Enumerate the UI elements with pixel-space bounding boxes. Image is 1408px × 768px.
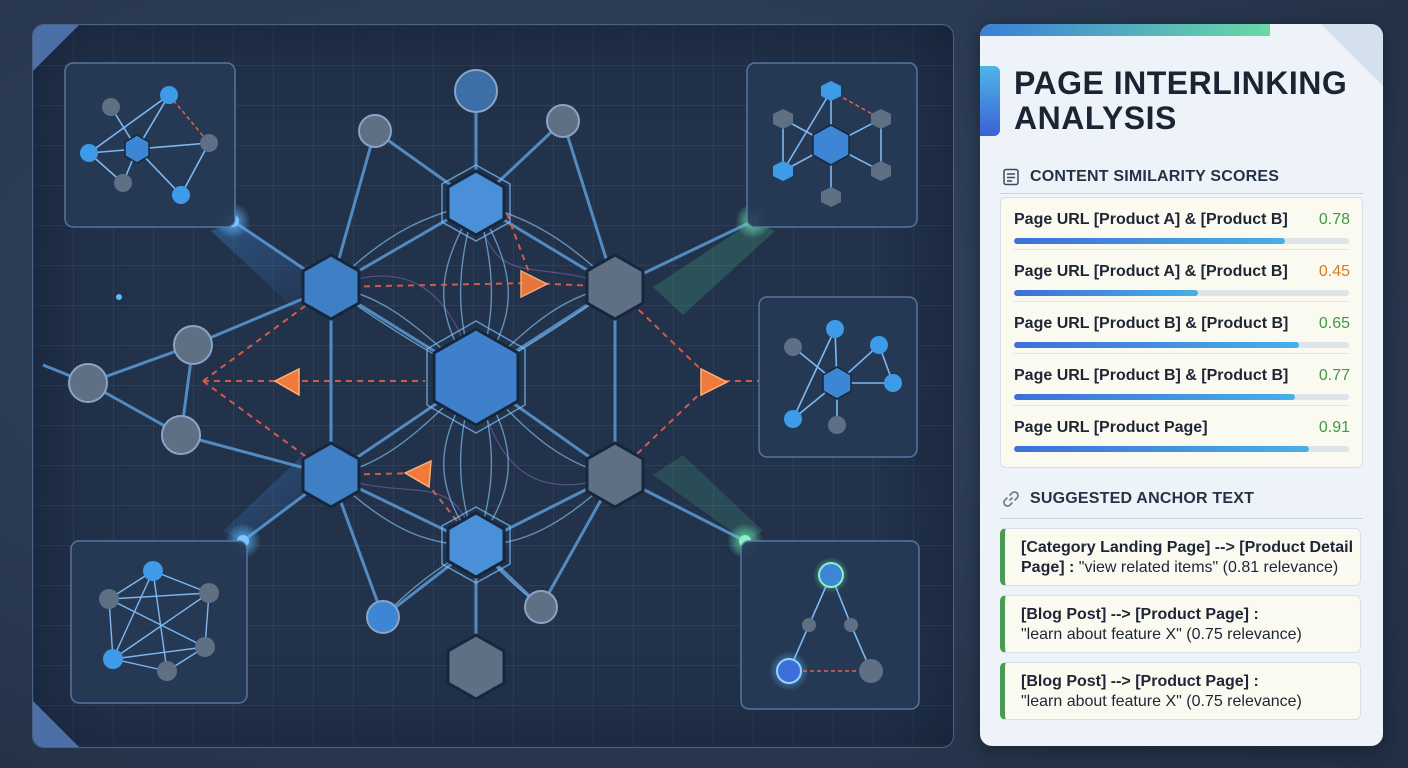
link-icon xyxy=(1002,490,1020,508)
anchor-suggestion-card[interactable]: [Blog Post] --> [Product Page] : "learn … xyxy=(1000,595,1361,653)
score-value: 0.77 xyxy=(1318,367,1350,384)
network-graph xyxy=(42,62,920,710)
page-title-line1: PAGE INTERLINKING xyxy=(1014,65,1348,101)
score-label: Page URL [Product Page] xyxy=(1014,419,1208,436)
score-row: Page URL [Product A] & [Product B] 0.78 xyxy=(1001,198,1362,250)
score-bar-fill xyxy=(1014,446,1309,452)
hub-node-left-bottom xyxy=(301,441,361,509)
similarity-section-title: CONTENT SIMILARITY SCORES xyxy=(1030,168,1280,185)
score-bar-fill xyxy=(1014,290,1199,296)
score-bar-track xyxy=(1014,342,1349,348)
cluster-card-top-right xyxy=(746,62,918,228)
similarity-scores-list: Page URL [Product A] & [Product B] 0.78 … xyxy=(1000,197,1363,468)
similarity-section-header: CONTENT SIMILARITY SCORES xyxy=(1002,168,1279,186)
score-label: Page URL [Product B] & [Product B] xyxy=(1014,315,1289,332)
page-title-line2: ANALYSIS xyxy=(1014,100,1177,136)
analysis-panel: PAGE INTERLINKING ANALYSIS CONTENT SIMIL… xyxy=(980,24,1383,746)
document-list-icon xyxy=(1002,168,1020,186)
hub-node-right-top xyxy=(585,253,645,321)
score-bar-fill xyxy=(1014,394,1296,400)
score-value: 0.78 xyxy=(1318,211,1350,228)
cluster-card-mid-right xyxy=(758,296,918,458)
row-separator xyxy=(1013,249,1350,250)
title-accent-bar xyxy=(980,66,1000,136)
row-separator xyxy=(1013,353,1350,354)
score-bar-fill xyxy=(1014,238,1286,244)
anchor-suggestion-card[interactable]: [Category Landing Page] --> [Product Det… xyxy=(1000,528,1361,586)
hub-node-footer xyxy=(446,633,506,701)
orange-arrow-markers xyxy=(273,269,729,489)
panel-top-gradient-bar xyxy=(980,24,1270,36)
score-row: Page URL [Product B] & [Product B] 0.65 xyxy=(1001,302,1362,354)
anchor-link-detail: "learn about feature X" (0.75 relevance) xyxy=(1021,693,1302,710)
circle-nodes xyxy=(68,69,580,634)
hub-node-top xyxy=(446,169,506,237)
anchor-link-detail: "learn about feature X" (0.75 relevance) xyxy=(1021,626,1302,643)
cluster-card-top-left xyxy=(64,62,236,228)
hexagon-nodes xyxy=(301,169,645,701)
anchor-section-header: SUGGESTED ANCHOR TEXT xyxy=(1002,490,1254,508)
score-value: 0.45 xyxy=(1318,263,1350,280)
row-separator xyxy=(1013,301,1350,302)
anchor-link-detail: "view related items" (0.81 relevance) xyxy=(1074,559,1339,576)
cluster-card-bottom-left xyxy=(70,540,248,704)
score-bar-track xyxy=(1014,238,1349,244)
score-label: Page URL [Product A] & [Product B] xyxy=(1014,263,1288,280)
section-divider xyxy=(1000,193,1363,194)
anchor-link-path: [Blog Post] --> [Product Page] : xyxy=(1021,606,1259,623)
score-row: Page URL [Product A] & [Product B] 0.45 xyxy=(1001,250,1362,302)
anchor-link-path: [Category Landing Page] --> [Product Det… xyxy=(1021,539,1354,576)
score-row: Page URL [Product B] & [Product B] 0.77 xyxy=(1001,354,1362,406)
anchor-suggestion-text: [Blog Post] --> [Product Page] : "learn … xyxy=(1021,605,1356,645)
hub-node-left-top xyxy=(301,253,361,321)
score-label: Page URL [Product B] & [Product B] xyxy=(1014,367,1289,384)
corner-accent-bottom-left xyxy=(33,701,79,747)
score-bar-track xyxy=(1014,446,1349,452)
score-label: Page URL [Product A] & [Product B] xyxy=(1014,211,1288,228)
panel-corner-fold xyxy=(1321,24,1383,86)
anchor-suggestion-card[interactable]: [Blog Post] --> [Product Page] : "learn … xyxy=(1000,662,1361,720)
score-bar-track xyxy=(1014,290,1349,296)
network-graph-canvas xyxy=(32,24,954,748)
section-divider xyxy=(1000,518,1363,519)
anchor-section-title: SUGGESTED ANCHOR TEXT xyxy=(1030,490,1255,507)
anchor-link-path: [Blog Post] --> [Product Page] : xyxy=(1021,673,1259,690)
score-row: Page URL [Product Page] 0.91 xyxy=(1001,406,1362,458)
page-title: PAGE INTERLINKING ANALYSIS xyxy=(1014,66,1374,136)
hub-node-right-bottom xyxy=(585,441,645,509)
anchor-suggestion-text: [Category Landing Page] --> [Product Det… xyxy=(1021,538,1356,578)
cluster-card-bottom-right xyxy=(740,540,920,710)
hub-node-center xyxy=(432,327,520,427)
score-value: 0.91 xyxy=(1318,419,1350,436)
score-value: 0.65 xyxy=(1318,315,1350,332)
hub-node-bottom xyxy=(446,511,506,579)
row-separator xyxy=(1013,405,1350,406)
score-bar-track xyxy=(1014,394,1349,400)
score-bar-fill xyxy=(1014,342,1299,348)
anchor-suggestion-text: [Blog Post] --> [Product Page] : "learn … xyxy=(1021,672,1356,712)
